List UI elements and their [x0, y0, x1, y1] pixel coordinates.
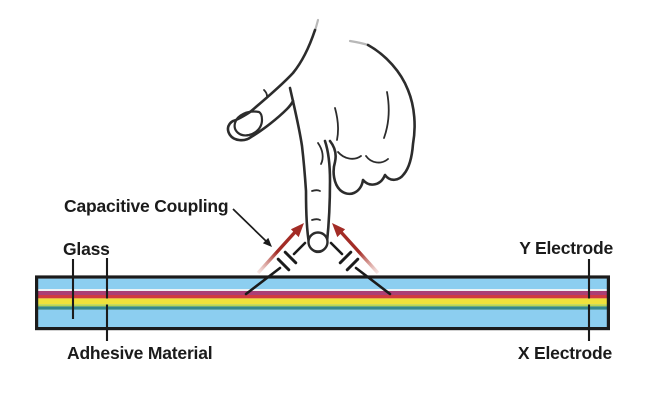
- wrist-fade-lines: [313, 18, 370, 47]
- layer-x-electrode: [37, 306, 608, 310]
- layer-adhesive: [37, 298, 608, 305]
- layer-electrode-red: [37, 295, 608, 299]
- layer-separator: [37, 289, 608, 291]
- thumbnail-line: [233, 110, 264, 137]
- right-capacitor-plate-icon: [338, 250, 353, 265]
- label-adhesive-material: Adhesive Material: [67, 343, 213, 363]
- hand-creases: [263, 89, 390, 221]
- callout-arrowhead-icon: [262, 237, 272, 247]
- layer-glass-bottom: [37, 309, 608, 329]
- right-red-arrowhead-icon: [332, 223, 346, 238]
- left-capacitor-plate-icon: [283, 250, 298, 265]
- label-capacitive-coupling: Capacitive Coupling: [64, 196, 229, 216]
- pointer-lines: [71, 258, 591, 341]
- screen-stack-border: [34, 275, 610, 331]
- right-capacitor-plate-icon: [345, 257, 360, 272]
- right-coupling-line-upper: [329, 241, 344, 256]
- curled-fingers-outline: [328, 139, 406, 196]
- left-coupling-line-upper: [292, 241, 307, 256]
- coupling-callout-arrow: [232, 208, 272, 247]
- left-red-arrow-shaft: [256, 229, 298, 275]
- thumb-bottom-edge: [249, 99, 295, 139]
- hand-pointing-icon: [226, 18, 416, 254]
- layer-adhesive-green: [37, 304, 608, 307]
- right-red-arrow-shaft: [338, 229, 380, 275]
- left-red-arrowhead-icon: [290, 223, 304, 238]
- coupling-arrows: [256, 223, 380, 275]
- label-glass: Glass: [63, 239, 110, 259]
- callout-arrow-shaft: [232, 208, 268, 243]
- left-coupling-line-lower: [244, 266, 282, 296]
- layer-y-electrode: [37, 291, 608, 295]
- screen-stack: [34, 275, 610, 331]
- hand-back-outline: [366, 43, 416, 176]
- thumb-outline: [226, 28, 317, 142]
- fingertip-contact-icon: [307, 231, 329, 253]
- left-capacitor-plate-icon: [276, 257, 291, 272]
- label-y-electrode: Y Electrode: [519, 238, 613, 258]
- label-x-electrode: X Electrode: [517, 343, 612, 363]
- right-coupling-line-lower: [354, 266, 392, 296]
- coupling-paths: [244, 241, 392, 296]
- layer-glass-top: [37, 278, 608, 289]
